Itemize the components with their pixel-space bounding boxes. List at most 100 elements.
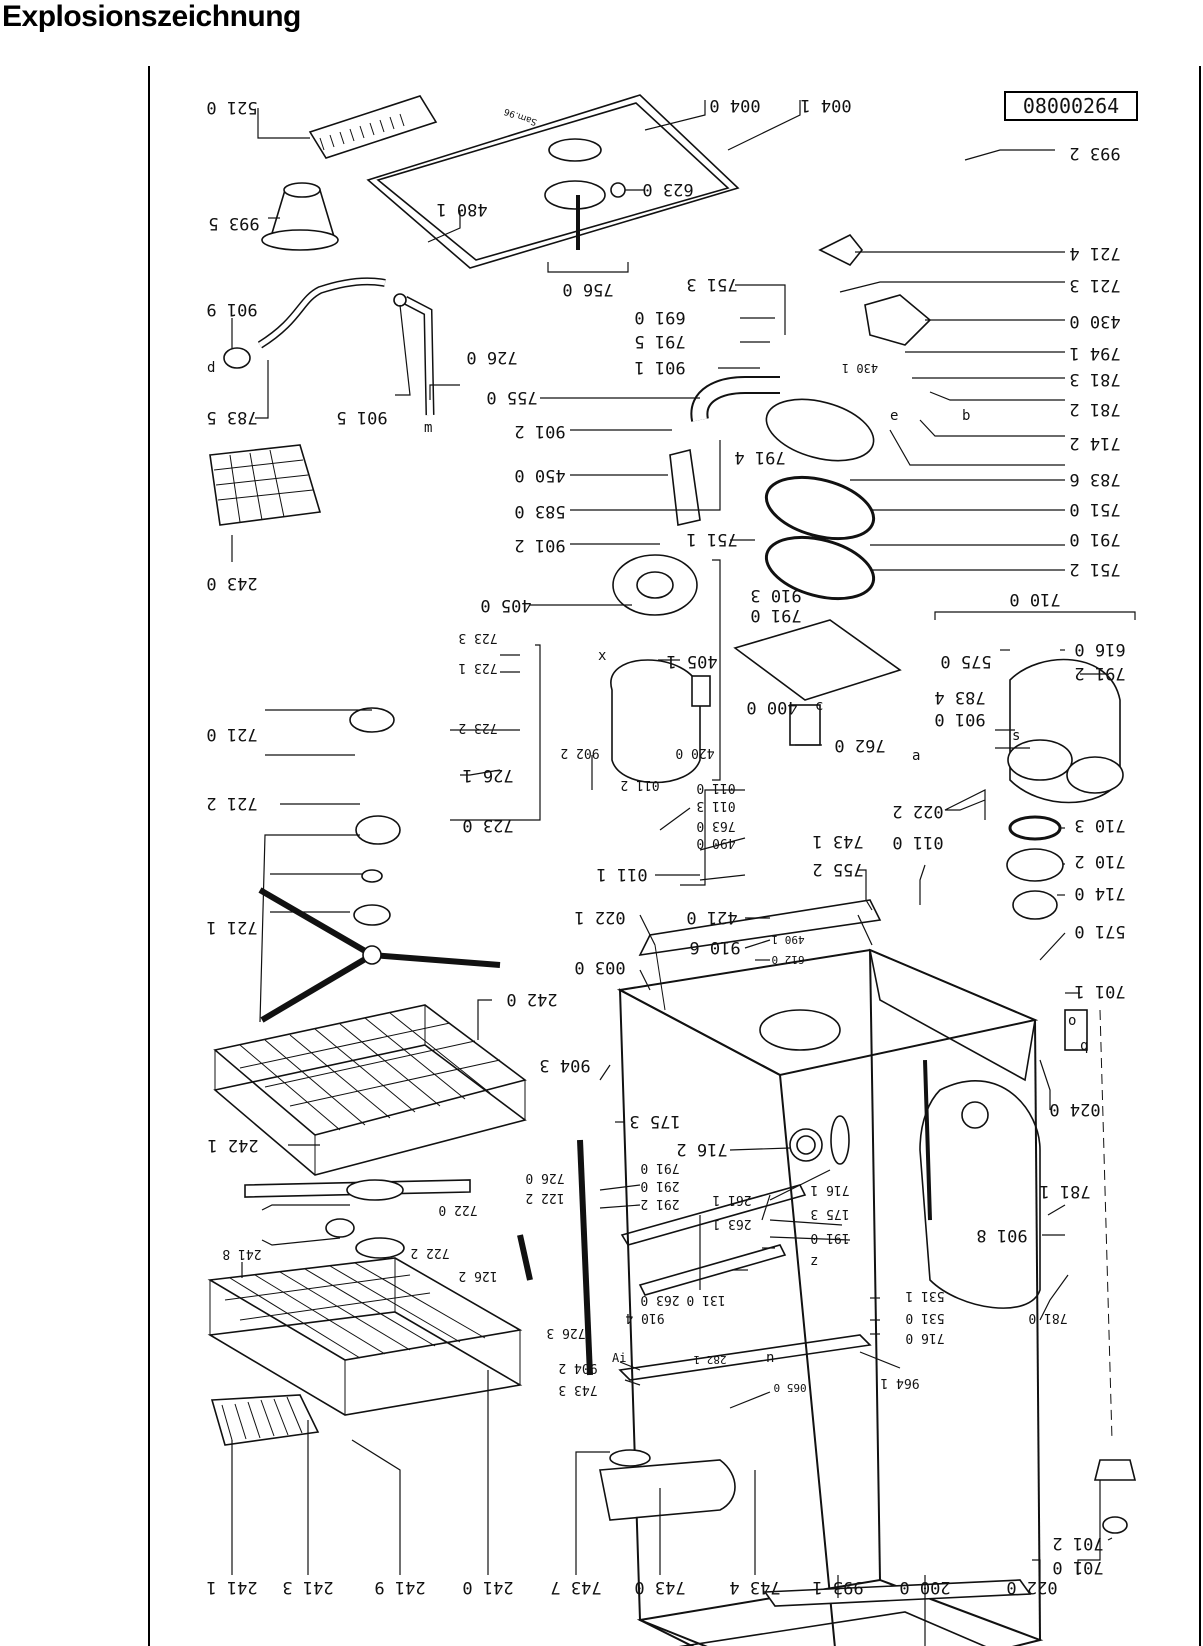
part-label: 430 0 bbox=[1069, 311, 1120, 331]
part-label: 691 0 bbox=[634, 307, 685, 327]
part-label: 261 1 bbox=[712, 1192, 751, 1207]
doc-number-box bbox=[1004, 91, 1138, 121]
part-label: 022 0 bbox=[1006, 1577, 1057, 1597]
plate-mark: Sam.96 bbox=[503, 105, 539, 126]
part-label: 623 0 bbox=[642, 179, 693, 199]
part-label: 701 0 bbox=[1052, 1557, 1103, 1577]
part-label: 282 1 bbox=[693, 1353, 726, 1366]
part-label: 241 0 bbox=[462, 1577, 513, 1597]
part-label: 756 0 bbox=[562, 279, 613, 299]
part-label: 721 0 bbox=[206, 724, 257, 744]
part-label: 902 2 bbox=[560, 745, 599, 760]
part-label: 901 0 bbox=[934, 709, 985, 729]
part-label: 701 1 bbox=[1074, 981, 1125, 1001]
part-label: 726 1 bbox=[462, 765, 513, 785]
letter-e: e bbox=[890, 408, 898, 424]
part-label: 430 1 bbox=[842, 361, 878, 375]
part-label: 910 6 bbox=[689, 937, 740, 957]
letter-z: z bbox=[810, 1253, 818, 1269]
part-label: 011 0 bbox=[696, 780, 735, 795]
part-label: 241 9 bbox=[374, 1577, 425, 1597]
part-label: 490 1 bbox=[771, 933, 804, 946]
part-label: 011 1 bbox=[596, 864, 647, 884]
part-label: 781 2 bbox=[1069, 399, 1120, 419]
part-label: 751 0 bbox=[1069, 499, 1120, 519]
part-label: 743 1 bbox=[812, 831, 863, 851]
part-label: 904 3 bbox=[539, 1055, 590, 1075]
part-label: 743 0 bbox=[634, 1577, 685, 1597]
part-label: 243 0 bbox=[206, 573, 257, 593]
part-label: 743 4 bbox=[729, 1577, 780, 1597]
part-label: 521 0 bbox=[206, 97, 257, 117]
part-label: 791 0 bbox=[1069, 529, 1120, 549]
part-label: 762 0 bbox=[834, 735, 885, 755]
part-label: 242 1 bbox=[207, 1135, 258, 1155]
part-label: 722 0 bbox=[438, 1202, 477, 1217]
part-label: 993 5 bbox=[208, 213, 259, 233]
part-label: 191 0 bbox=[810, 1230, 849, 1245]
part-label: 241 1 bbox=[206, 1577, 257, 1597]
letter-m: m bbox=[424, 420, 432, 436]
part-label: 901 1 bbox=[634, 357, 685, 377]
part-label: 721 1 bbox=[206, 917, 257, 937]
doc-number: 08000264 bbox=[1023, 94, 1119, 118]
part-label: 783 4 bbox=[934, 687, 985, 707]
part-label: 405 0 bbox=[480, 595, 531, 615]
part-label: 722 2 bbox=[410, 1245, 449, 1260]
part-label: 721 3 bbox=[1069, 275, 1120, 295]
part-label: 710 2 bbox=[1074, 851, 1125, 871]
letter-b: b bbox=[962, 408, 970, 424]
part-label: 755 0 bbox=[486, 387, 537, 407]
part-label: 263 1 bbox=[712, 1216, 751, 1231]
part-label: 721 2 bbox=[206, 793, 257, 813]
part-label: 901 5 bbox=[336, 407, 387, 427]
part-label: 791 0 bbox=[750, 605, 801, 625]
part-label: 405 1 bbox=[666, 651, 717, 671]
part-label: 701 2 bbox=[1052, 1533, 1103, 1553]
part-label: 175 3 bbox=[810, 1206, 849, 1221]
part-labels: 004 1 004 0 521 0 993 5 480 1 623 0 756 … bbox=[206, 95, 1125, 1597]
part-label: 571 0 bbox=[1074, 921, 1125, 941]
part-label: 901 2 bbox=[514, 421, 565, 441]
letter-q: q bbox=[1080, 1038, 1088, 1054]
part-label: 710 0 bbox=[1009, 589, 1060, 609]
part-label: 291 0 bbox=[640, 1178, 679, 1193]
part-label: 910 3 bbox=[750, 585, 801, 605]
left-rule bbox=[148, 66, 150, 1646]
part-label: 004 1 bbox=[800, 95, 851, 115]
letter-c: c bbox=[815, 698, 823, 714]
part-label: 714 0 bbox=[1074, 883, 1125, 903]
part-label: 175 3 bbox=[629, 1111, 680, 1131]
part-label: 011 0 bbox=[892, 832, 943, 852]
part-label: 783 5 bbox=[206, 407, 257, 427]
part-label: 011 2 bbox=[620, 777, 659, 792]
part-label: 781 1 bbox=[1039, 1181, 1090, 1201]
part-label: 726 3 bbox=[546, 1325, 585, 1340]
part-label: 723 0 bbox=[462, 815, 513, 835]
part-label: 710 3 bbox=[1074, 815, 1125, 835]
part-label: 065 0 bbox=[773, 1381, 806, 1394]
part-label: 964 1 bbox=[880, 1375, 919, 1390]
part-label: 480 1 bbox=[436, 199, 487, 219]
page-title: Explosionszeichnung bbox=[2, 0, 301, 33]
part-label: 241 3 bbox=[282, 1577, 333, 1597]
part-label: 716 1 bbox=[810, 1182, 849, 1197]
part-label: 904 2 bbox=[558, 1360, 597, 1375]
part-label: 716 2 bbox=[676, 1139, 727, 1159]
part-label: 241 8 bbox=[222, 1246, 261, 1261]
part-label: 743 3 bbox=[558, 1382, 597, 1397]
part-label: 126 2 bbox=[458, 1268, 497, 1283]
part-label: 421 0 bbox=[686, 907, 737, 927]
part-label: 022 1 bbox=[574, 907, 625, 927]
part-label: 993 1 bbox=[812, 1577, 863, 1597]
part-label: 901 9 bbox=[206, 299, 257, 319]
right-rule bbox=[1199, 66, 1201, 1646]
part-label: 024 0 bbox=[1049, 1099, 1100, 1119]
part-label: 022 2 bbox=[892, 801, 943, 821]
letter-ai: Ai bbox=[612, 1351, 626, 1365]
part-label: 751 3 bbox=[686, 274, 737, 294]
part-label: 751 1 bbox=[686, 529, 737, 549]
part-label: 450 0 bbox=[514, 465, 565, 485]
part-label: 004 0 bbox=[709, 95, 760, 115]
